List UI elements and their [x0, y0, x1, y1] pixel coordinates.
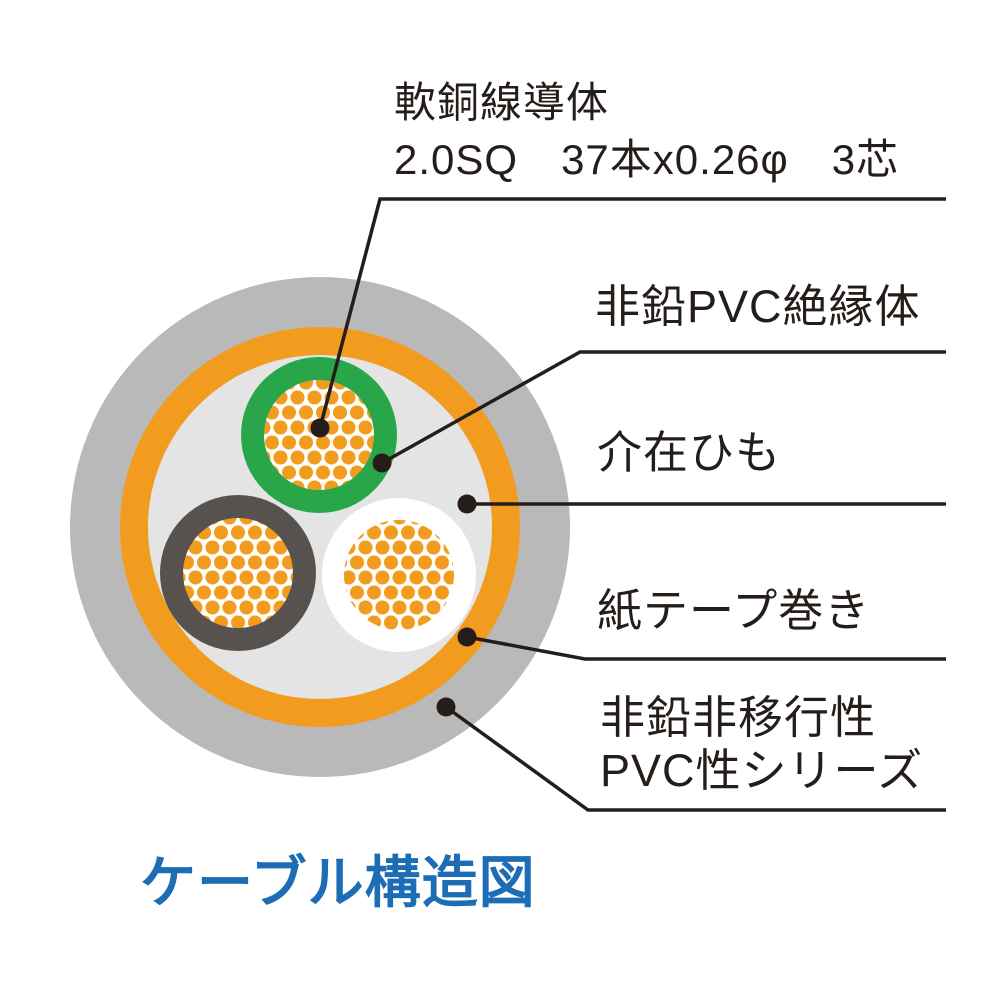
leader-dot-tape [457, 627, 477, 647]
leader-line-sheath [444, 705, 946, 812]
leader-dot-conductor [310, 418, 330, 438]
label-tape: 紙テープ巻き [597, 585, 871, 636]
leader-line-insulation [381, 350, 946, 465]
core-white [322, 498, 476, 652]
label-sheath: 非鉛非移行性 PVC性シリーズ [600, 691, 923, 797]
label-conductor-line1: 軟銅線導体 [394, 79, 610, 126]
leader-line-tape [466, 635, 946, 661]
leader-dot-insulation [372, 453, 392, 473]
leader-dot-sheath [436, 697, 456, 717]
leader-dot-filler [457, 494, 477, 514]
black-core-conductor [183, 518, 293, 628]
leader-lines [310, 197, 946, 812]
leader-line-conductor [318, 197, 946, 429]
label-conductor: 軟銅線導体 2.0SQ 37本x0.26φ 3芯 [394, 74, 899, 188]
core-black [160, 495, 316, 651]
label-insulation: 非鉛PVC絶縁体 [595, 281, 921, 332]
diagram-title: ケーブル構造図 [140, 851, 536, 914]
label-sheath-line1: 非鉛非移行性 [600, 692, 877, 743]
label-sheath-line2: PVC性シリーズ [600, 745, 924, 797]
label-conductor-line2: 2.0SQ 37本x0.26φ 3芯 [394, 136, 900, 184]
white-core-conductor [344, 520, 454, 630]
label-filler: 介在ひも [597, 427, 782, 478]
